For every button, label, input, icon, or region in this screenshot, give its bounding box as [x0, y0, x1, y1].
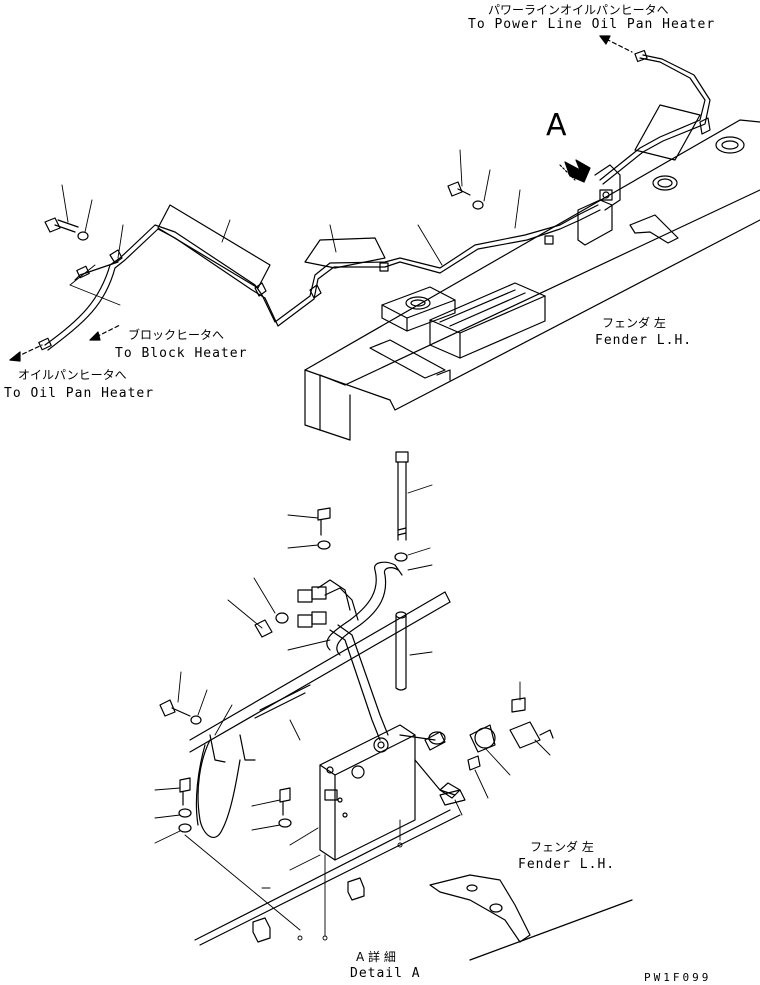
view-a-label: A: [546, 108, 567, 143]
view-a-arrow: [559, 159, 591, 183]
power-line-heater-label-en: To Power Line Oil Pan Heater: [468, 17, 716, 32]
bolts-bottom: [159, 507, 331, 833]
block-heater-label-en: To Block Heater: [115, 346, 248, 361]
power-line-heater-label-jp: パワーラインオイルパンヒータへ: [488, 3, 669, 17]
relay-bracket: [577, 164, 621, 246]
leader-lines-bottom: [154, 484, 551, 889]
fender-bottom-label-jp: フェンダ 左: [530, 840, 594, 854]
fender-top-label-en: Fender L.H.: [595, 333, 693, 348]
oil-pan-heater-label-en: To Oil Pan Heater: [4, 386, 155, 401]
heater-box: [369, 282, 546, 381]
harness-bottom: [195, 739, 241, 838]
harness-top: [38, 49, 711, 351]
fender-top-label-jp: フェンダ 左: [602, 316, 666, 330]
detail-a-label-en: Detail A: [350, 966, 421, 981]
assembly-leader-lines: [184, 819, 403, 941]
direction-arrows-top: [9, 35, 633, 362]
block-heater-label-jp: ブロックヒータへ: [128, 328, 225, 342]
drawing-id: PW1F099: [644, 971, 712, 984]
fender-bottom-label-en: Fender L.H.: [518, 857, 616, 872]
tag-plate: [439, 789, 466, 806]
switch-parts: [399, 697, 554, 799]
oil-pan-heater-label-jp: オイルパンヒータへ: [18, 368, 127, 382]
relay-connectors: [254, 586, 327, 638]
detail-a-label-jp: A 詳 細: [356, 950, 396, 964]
fender-frame-top: [304, 119, 760, 441]
bolts-top: [44, 181, 484, 241]
control-plate: [319, 724, 416, 861]
clamp-tags: [157, 104, 701, 289]
leader-lines-top: [61, 149, 521, 306]
long-bolt: [394, 451, 409, 691]
cable-loop: [317, 561, 403, 741]
floor-blocks: [252, 877, 365, 943]
rail-bar: [189, 591, 451, 763]
fender-frame-bottom: [194, 809, 633, 961]
